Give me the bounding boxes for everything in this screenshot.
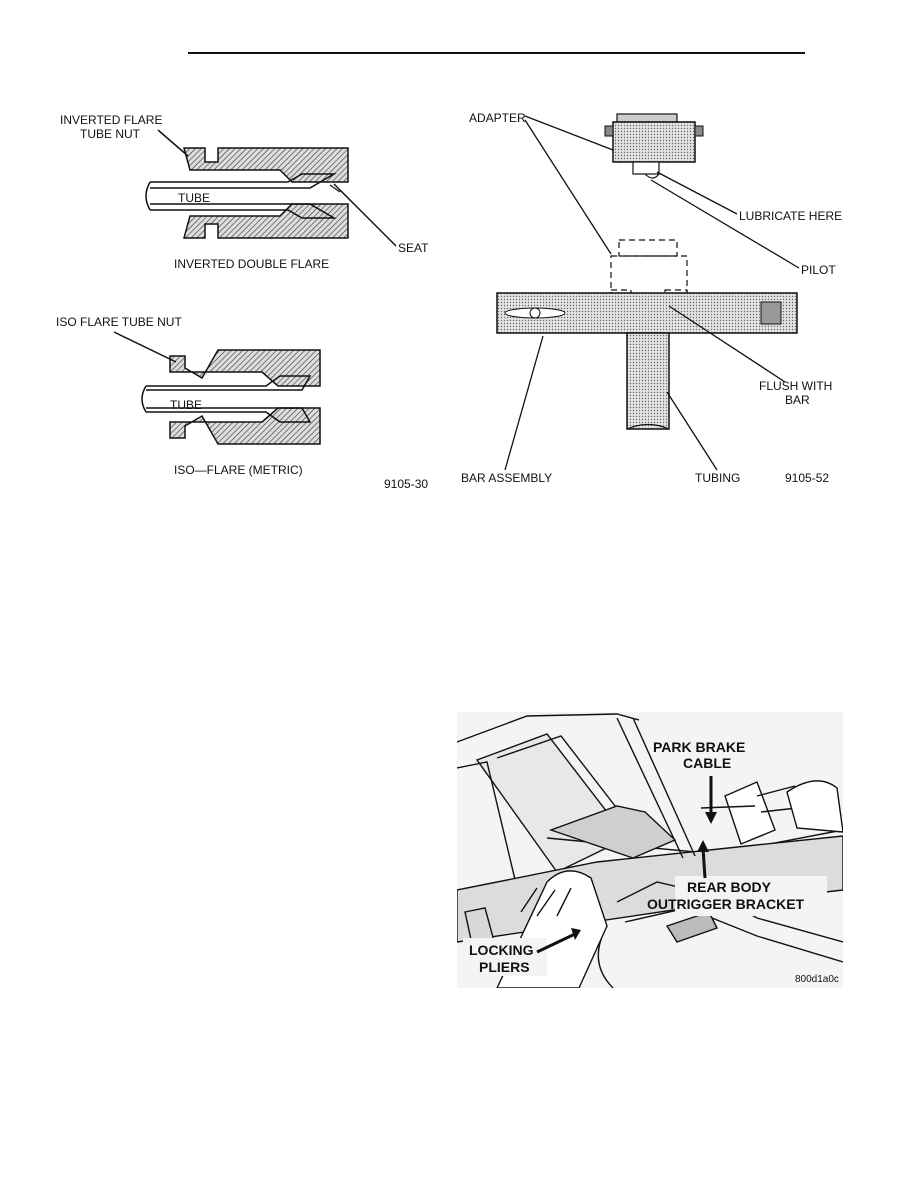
inverted-flare-drawing: [145, 147, 349, 239]
label-rear-body-background: [675, 876, 827, 916]
label-inverted-nut-line1: INVERTED FLARE: [60, 113, 162, 127]
label-park-brake-line1: PARK BRAKE: [653, 739, 745, 755]
label-locking-line2: PLIERS: [479, 959, 530, 975]
label-tubing: TUBING: [695, 471, 740, 485]
label-iso-nut: ISO FLARE TUBE NUT: [56, 315, 182, 329]
label-rear-body-line2: OUTRIGGER BRACKET: [647, 896, 805, 912]
header-rule: [188, 52, 805, 54]
arrow-rear-body-head: [697, 840, 709, 852]
label-lubricate: LUBRICATE HERE: [739, 209, 842, 223]
label-flush-line1: FLUSH WITH: [759, 379, 832, 393]
label-park-brake-line2: CABLE: [683, 755, 731, 771]
label-inverted-nut-line2: TUBE NUT: [80, 127, 141, 141]
label-locking-background: [463, 938, 547, 976]
caption-iso-flare: ISO—FLARE (METRIC): [174, 463, 303, 477]
label-locking-line1: LOCKING: [469, 942, 534, 958]
leader-iso-nut: [113, 331, 177, 363]
figure-bar-assembly: ADAPTER LUBRICATE HERE PILOT FLUSH WITH …: [461, 111, 842, 485]
label-pilot: PILOT: [801, 263, 836, 277]
leader-tubing: [666, 391, 718, 471]
leader-seat: [333, 183, 397, 247]
label-adapter: ADAPTER: [469, 111, 526, 125]
leader-flush: [668, 305, 786, 383]
figure3-code: 800d1a0c: [795, 974, 839, 985]
leader-lubricate: [656, 171, 738, 215]
leader-pilot: [650, 179, 800, 269]
label-flush-line2: BAR: [785, 393, 810, 407]
leader-inverted-nut: [157, 129, 189, 157]
arrow-rear-body: [701, 847, 707, 879]
arrow-locking: [536, 932, 576, 954]
leader-bar-assembly: [504, 335, 544, 471]
figure-flare-types: INVERTED FLARE TUBE NUT TUBE SEAT INVERT…: [56, 113, 429, 491]
label-rear-body-line1: REAR BODY: [687, 879, 772, 895]
bar-assembly-drawing: [496, 292, 798, 430]
label-tube-top: TUBE: [178, 191, 210, 205]
leader-adapter-top: [524, 115, 614, 151]
label-bar-assembly: BAR ASSEMBLY: [461, 471, 552, 485]
figure-park-brake: PARK BRAKE CABLE REAR BODY OUTRIGGER BRA…: [457, 712, 843, 988]
figure2-code: 9105-52: [785, 471, 829, 485]
arrow-locking-head: [571, 928, 581, 940]
adapter-drawing: [604, 113, 704, 179]
leader-adapter-dashed: [524, 119, 612, 255]
arrow-park-brake-head: [705, 812, 717, 824]
iso-flare-drawing: [141, 349, 321, 445]
label-tube-bottom: TUBE: [170, 398, 202, 412]
label-seat: SEAT: [398, 241, 429, 255]
caption-inverted-double-flare: INVERTED DOUBLE FLARE: [174, 257, 329, 271]
figure1-code: 9105-30: [384, 477, 428, 491]
